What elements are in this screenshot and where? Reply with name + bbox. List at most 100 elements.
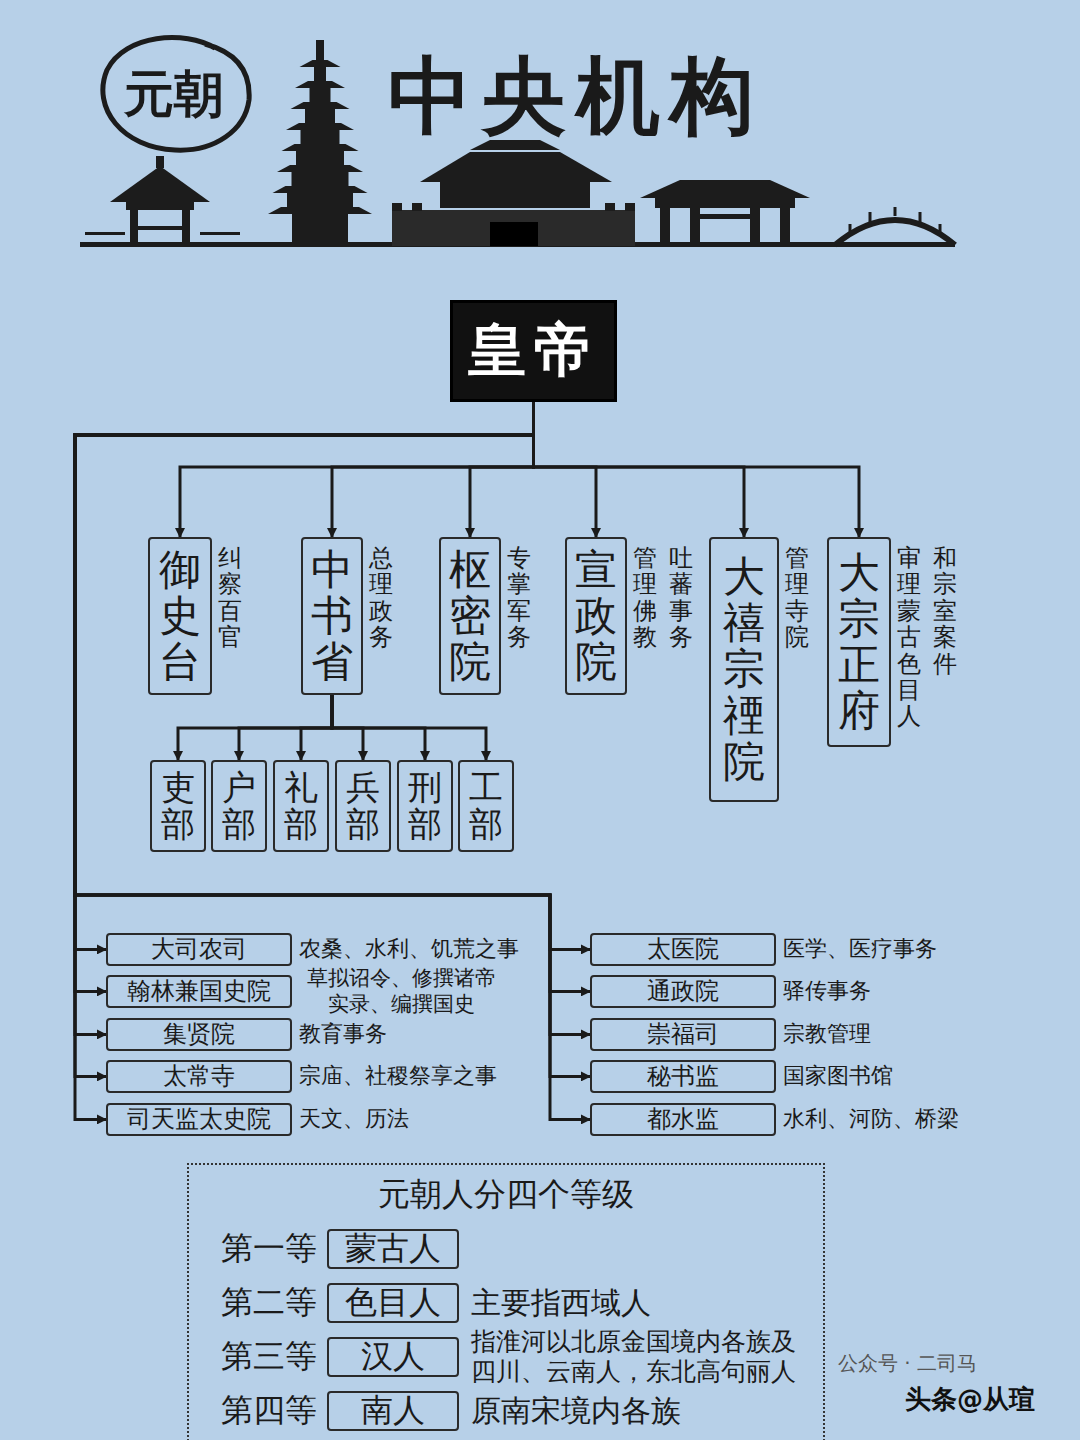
connector xyxy=(75,402,534,949)
class-box: 第一等蒙古人 xyxy=(327,1229,459,1269)
agency-duty: 管理佛教 xyxy=(633,545,657,651)
pagoda-story xyxy=(292,172,349,186)
connector xyxy=(75,402,590,1076)
office-box: 翰林兼国史院草拟诏令、修撰诸帝 实录、编撰国史 xyxy=(106,975,292,1008)
agency-name: 吏部 xyxy=(161,769,195,844)
class-rank: 第一等 xyxy=(221,1227,317,1271)
pagoda-eave xyxy=(286,123,354,130)
connector xyxy=(178,695,332,760)
office-duty: 水利、河防、桥梁 xyxy=(783,1106,959,1132)
pagoda-story xyxy=(296,151,344,165)
class-box: 第二等色目人主要指西域人 xyxy=(327,1283,459,1323)
palace xyxy=(392,140,635,246)
agency-box: 中书省总理政务 xyxy=(301,537,363,695)
agency-duty: 总理政务 xyxy=(369,545,393,651)
agency-name: 宣政院 xyxy=(575,547,617,686)
connector xyxy=(180,402,534,537)
connector xyxy=(75,402,534,1119)
connector xyxy=(75,402,590,991)
office-name: 集贤院 xyxy=(163,1020,235,1049)
ministry-box: 刑部 xyxy=(397,760,453,852)
pagoda-story xyxy=(319,46,322,60)
arch-bridge xyxy=(835,220,955,245)
diagram-title: 中央机构 xyxy=(388,40,764,154)
agency-name: 大宗正府 xyxy=(838,550,880,735)
connector xyxy=(239,695,332,760)
class-name: 色目人 xyxy=(345,1285,441,1320)
agency-name: 中书省 xyxy=(311,547,353,686)
agency-box: 枢密院专掌军务 xyxy=(439,537,501,695)
office-box: 都水监水利、河防、桥梁 xyxy=(590,1103,776,1136)
connector xyxy=(332,695,486,760)
ministry-box: 工部 xyxy=(458,760,514,852)
panel-heading: 元朝人分四个等级 xyxy=(189,1173,823,1217)
class-panel: 元朝人分四个等级第一等蒙古人第二等色目人主要指西域人第三等汉人指淮河以北原金国境… xyxy=(187,1163,825,1440)
pagoda-story xyxy=(314,67,326,81)
office-name: 翰林兼国史院 xyxy=(127,977,271,1006)
pagoda-eave xyxy=(291,102,350,109)
connector xyxy=(534,402,597,537)
emperor-box: 皇帝 xyxy=(450,300,617,402)
pagoda-eave xyxy=(277,165,363,172)
agency-name: 刑部 xyxy=(408,769,442,844)
agency-box: 大宗正府审理蒙古色目人和宗室案件 xyxy=(827,537,891,747)
office-name: 崇福司 xyxy=(647,1020,719,1049)
class-name: 南人 xyxy=(361,1393,425,1428)
office-name: 通政院 xyxy=(647,977,719,1006)
agency-duty: 审理蒙古色目人 xyxy=(897,545,921,730)
office-duty: 天文、历法 xyxy=(299,1106,409,1132)
connector xyxy=(75,402,534,1034)
pagoda xyxy=(268,40,372,244)
pagoda-story xyxy=(305,109,335,123)
dynasty-seal: 元朝 xyxy=(95,30,253,158)
agency-duty: 吐蕃事务 xyxy=(669,545,693,651)
connector xyxy=(75,402,534,991)
agency-name: 兵部 xyxy=(346,769,380,844)
office-box: 司天监太史院天文、历法 xyxy=(106,1103,292,1136)
pagoda-eave xyxy=(295,81,345,88)
class-rank: 第二等 xyxy=(221,1281,317,1325)
watermark: 公众号 · 二司马 xyxy=(838,1350,977,1377)
office-box: 秘书监国家图书馆 xyxy=(590,1060,776,1093)
agency-duty: 纠察百官 xyxy=(218,545,242,651)
office-name: 秘书监 xyxy=(647,1062,719,1091)
ministry-box: 吏部 xyxy=(150,760,206,852)
agency-duty: 和宗室案件 xyxy=(933,545,957,677)
class-note: 指淮河以北原金国境内各族及 四川、云南人，东北高句丽人 xyxy=(471,1327,816,1387)
class-name: 蒙古人 xyxy=(345,1231,441,1266)
pagoda-eave xyxy=(300,60,341,67)
ministry-box: 兵部 xyxy=(335,760,391,852)
office-box: 太常寺宗庙、社稷祭享之事 xyxy=(106,1060,292,1093)
pagoda-eave xyxy=(282,144,359,151)
pagoda-story xyxy=(301,130,340,144)
bridge-rail xyxy=(850,207,940,236)
memorial-gate xyxy=(640,180,810,244)
office-duty: 草拟诏令、修撰诸帝 实录、编撰国史 xyxy=(299,966,504,1016)
office-duty: 教育事务 xyxy=(299,1021,387,1047)
connector xyxy=(75,402,590,1034)
class-rank: 第四等 xyxy=(221,1389,317,1433)
pagoda-story xyxy=(310,88,331,102)
agency-box: 宣政院管理佛教吐蕃事务 xyxy=(565,537,627,695)
brush-ring xyxy=(103,38,249,151)
connector xyxy=(534,402,860,537)
agency-name: 枢密院 xyxy=(449,547,491,686)
connector xyxy=(332,402,534,537)
dynasty-name: 元朝 xyxy=(124,61,224,128)
pagoda-eave xyxy=(268,207,372,214)
class-box: 第三等汉人指淮河以北原金国境内各族及 四川、云南人，东北高句丽人 xyxy=(327,1337,459,1377)
class-name: 汉人 xyxy=(361,1339,425,1374)
connector xyxy=(534,402,745,537)
office-duty: 医学、医疗事务 xyxy=(783,936,937,962)
agency-name: 礼部 xyxy=(284,769,318,844)
office-name: 司天监太史院 xyxy=(127,1105,271,1134)
agency-box: 大禧宗禋院管理寺院 xyxy=(709,537,779,802)
class-note: 原南宋境内各族 xyxy=(471,1393,681,1429)
office-name: 都水监 xyxy=(647,1105,719,1134)
ministry-box: 户部 xyxy=(211,760,267,852)
agency-name: 大禧宗禋院 xyxy=(723,554,765,785)
office-box: 集贤院教育事务 xyxy=(106,1018,292,1051)
pagoda-story xyxy=(287,193,353,207)
office-box: 崇福司宗教管理 xyxy=(590,1018,776,1051)
